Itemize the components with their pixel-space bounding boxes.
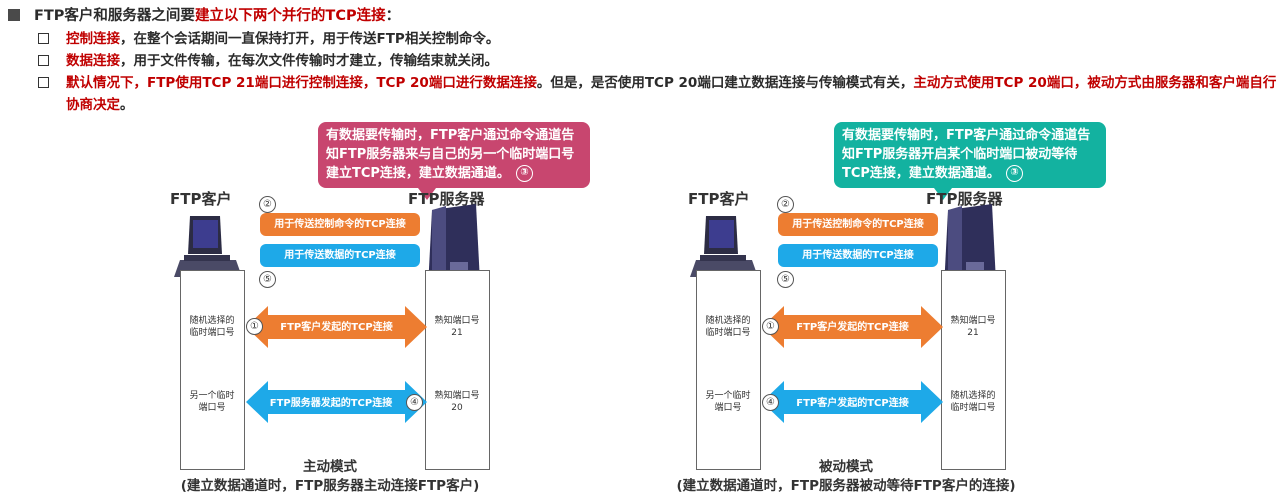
- active-client-box: [180, 270, 245, 470]
- active-mode-diagram: 有数据要传输时，FTP客户通过命令通道告知FTP服务器来与自己的另一个临时端口号…: [0, 112, 640, 498]
- callout-tail: [418, 188, 436, 200]
- bullet-heading: FTP客户和服务器之间要建立以下两个并行的TCP连接：: [8, 4, 1280, 28]
- passive-client-port2: 另一个临时端口号: [705, 391, 751, 413]
- heading-highlight: 建立以下两个并行的TCP连接: [194, 8, 386, 24]
- passive-caption: 被动模式 (建立数据通道时，FTP服务器被动等待FTP客户的连接): [656, 458, 1036, 496]
- passive-callout-text: 有数据要传输时，FTP客户通过命令通道告知FTP服务器开启某个临时端口被动等待T…: [842, 128, 1091, 181]
- active-num5: ⑤: [259, 271, 276, 288]
- active-num4: ④: [406, 394, 423, 411]
- passive-title: 被动模式: [819, 459, 873, 475]
- passive-graphics: [690, 204, 996, 288]
- active-callout-text: 有数据要传输时，FTP客户通过命令通道告知FTP服务器来与自己的另一个临时端口号…: [326, 128, 575, 181]
- server-icon: [428, 204, 480, 288]
- passive-callout-num: ③: [1005, 165, 1023, 182]
- active-arrows: [246, 306, 427, 423]
- passive-data-pipe: 用于传送数据的TCP连接: [778, 244, 938, 267]
- checkbox-bullet-icon: [38, 33, 49, 44]
- active-callout-num: ③: [515, 165, 533, 182]
- item3-text-d: 。: [120, 97, 134, 113]
- item3-highlight-c: 主动方式使用TCP 20端口，被动方式由服务器和客户端自行协商决定: [66, 75, 1277, 113]
- passive-num1: ①: [762, 318, 779, 335]
- passive-mode-diagram: 有数据要传输时，FTP客户通过命令通道告知FTP服务器开启某个临时端口被动等待T…: [516, 112, 1156, 498]
- active-arrow2-label: FTP服务器发起的TCP连接: [269, 398, 393, 409]
- passive-client-label: FTP客户: [688, 190, 750, 208]
- active-arrow1-label: FTP客户发起的TCP连接: [280, 322, 393, 333]
- square-bullet-icon: [8, 9, 20, 21]
- active-client-port2: 另一个临时端口号: [189, 391, 235, 413]
- passive-num4: ④: [762, 394, 779, 411]
- active-server-box: [425, 270, 490, 470]
- passive-arrow1-shape: [762, 306, 943, 348]
- active-arrow2-shape: [246, 381, 427, 423]
- active-arrow1-shape: [246, 306, 427, 348]
- passive-arrow1-label: FTP客户发起的TCP连接: [796, 322, 909, 333]
- passive-client-box: [696, 270, 761, 470]
- active-num1: ①: [246, 318, 263, 335]
- checkbox-bullet-icon: [38, 55, 49, 66]
- passive-arrow2-label: FTP客户发起的TCP连接: [796, 398, 909, 409]
- bullet-default-ports: 默认情况下，FTP使用TCP 21端口进行控制连接，TCP 20端口进行数据连接…: [8, 72, 1280, 116]
- bullet-data-connection: 数据连接，用于文件传输，在每次文件传输时才建立，传输结束就关闭。: [8, 50, 1280, 72]
- passive-server-port1: 熟知端口号21: [950, 316, 996, 338]
- passive-num5: ⑤: [777, 271, 794, 288]
- active-server-port1: 熟知端口号21: [434, 316, 480, 338]
- bullet-control-connection: 控制连接，在整个会话期间一直保持打开，用于传送FTP相关控制命令。: [8, 28, 1280, 50]
- heading-colon: ：: [385, 8, 401, 24]
- active-data-pipe: 用于传送数据的TCP连接: [260, 244, 420, 267]
- passive-arrow2-shape: [762, 381, 943, 423]
- passive-server-port2: 随机选择的临时端口号: [950, 391, 996, 413]
- active-subtitle: (建立数据通道时，FTP服务器主动连接FTP客户): [180, 478, 480, 494]
- active-server-port2: 熟知端口号20: [434, 391, 480, 413]
- passive-arrows: [762, 306, 943, 423]
- passive-server-box: [941, 270, 1006, 470]
- item3-highlight-a: 默认情况下，FTP使用TCP 21端口进行控制连接，TCP 20端口进行数据连接: [66, 75, 537, 91]
- passive-callout: 有数据要传输时，FTP客户通过命令通道告知FTP服务器开启某个临时端口被动等待T…: [834, 122, 1106, 200]
- active-title: 主动模式: [303, 459, 357, 475]
- active-graphics: [174, 204, 480, 288]
- passive-num2: ②: [777, 196, 794, 213]
- active-client-label: FTP客户: [170, 190, 232, 208]
- passive-subtitle: (建立数据通道时，FTP服务器被动等待FTP客户的连接): [676, 478, 1016, 494]
- heading-text: FTP客户和服务器之间要: [34, 8, 195, 24]
- bullet-list: FTP客户和服务器之间要建立以下两个并行的TCP连接： 控制连接，在整个会话期间…: [8, 4, 1280, 116]
- item2-highlight: 数据连接: [66, 53, 120, 69]
- item3-text-b: 。但是，是否使用TCP 20端口建立数据连接与传输模式有关，: [536, 75, 914, 91]
- passive-server-label: FTP服务器: [926, 190, 1003, 208]
- checkbox-bullet-icon: [38, 77, 49, 88]
- passive-control-pipe: 用于传送控制命令的TCP连接: [778, 213, 938, 236]
- item2-text: ，用于文件传输，在每次文件传输时才建立，传输结束就关闭。: [120, 53, 498, 69]
- active-caption: 主动模式 (建立数据通道时，FTP服务器主动连接FTP客户): [150, 458, 510, 496]
- passive-client-port1: 随机选择的临时端口号: [705, 316, 751, 338]
- active-client-port1: 随机选择的临时端口号: [189, 316, 235, 338]
- active-callout: 有数据要传输时，FTP客户通过命令通道告知FTP服务器来与自己的另一个临时端口号…: [318, 122, 590, 200]
- active-server-label: FTP服务器: [408, 190, 485, 208]
- callout-tail: [934, 188, 952, 200]
- active-control-pipe: 用于传送控制命令的TCP连接: [260, 213, 420, 236]
- active-num2: ②: [259, 196, 276, 213]
- item1-text: ，在整个会话期间一直保持打开，用于传送FTP相关控制命令。: [120, 31, 500, 47]
- item1-highlight: 控制连接: [66, 31, 120, 47]
